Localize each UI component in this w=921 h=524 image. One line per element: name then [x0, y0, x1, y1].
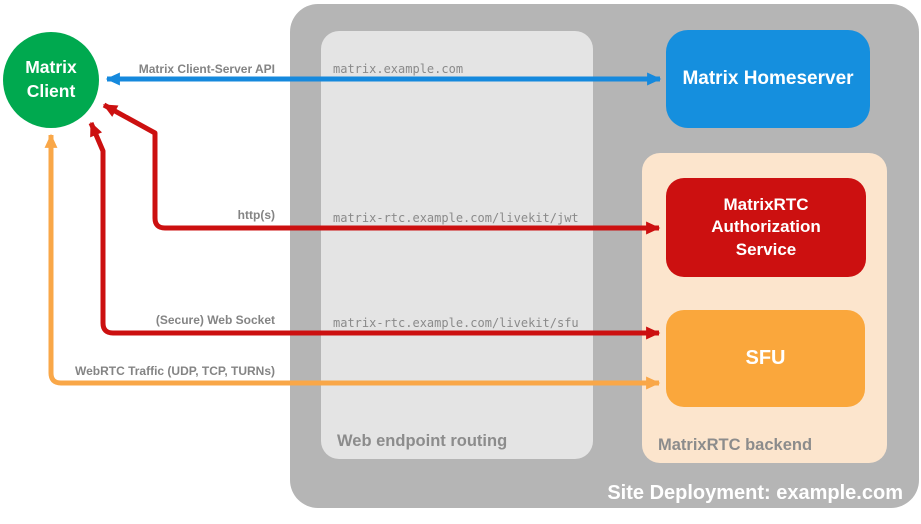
matrix-client-node: Matrix Client	[3, 32, 99, 128]
site-deployment-title: Site Deployment: example.com	[607, 482, 903, 504]
matrix-homeserver-node: Matrix Homeserver	[666, 30, 870, 128]
matrix-client-label: Matrix Client	[25, 57, 77, 101]
web-socket-label: (Secure) Web Socket	[155, 313, 275, 327]
web-endpoint-routing-zone	[321, 31, 593, 459]
endpoint-livekit-sfu: matrix-rtc.example.com/livekit/sfu	[333, 316, 579, 330]
matrixrtc-authorization-service-label: MatrixRTC Authorization Service	[711, 195, 821, 259]
client-server-api-label: Matrix Client-Server API	[138, 62, 275, 76]
endpoint-matrix-example-com: matrix.example.com	[333, 62, 464, 76]
matrixrtc-authorization-service-node: MatrixRTC Authorization Service	[666, 178, 866, 277]
web-endpoint-routing-title: Web endpoint routing	[337, 432, 508, 450]
https-label: http(s)	[237, 208, 275, 222]
webrtc-traffic-label: WebRTC Traffic (UDP, TCP, TURNs)	[74, 364, 275, 378]
sfu-label: SFU	[745, 347, 786, 369]
sfu-node: SFU	[666, 310, 865, 407]
matrixrtc-backend-title: MatrixRTC backend	[658, 436, 813, 454]
matrix-homeserver-label: Matrix Homeserver	[682, 68, 854, 89]
endpoint-livekit-jwt: matrix-rtc.example.com/livekit/jwt	[333, 211, 579, 225]
